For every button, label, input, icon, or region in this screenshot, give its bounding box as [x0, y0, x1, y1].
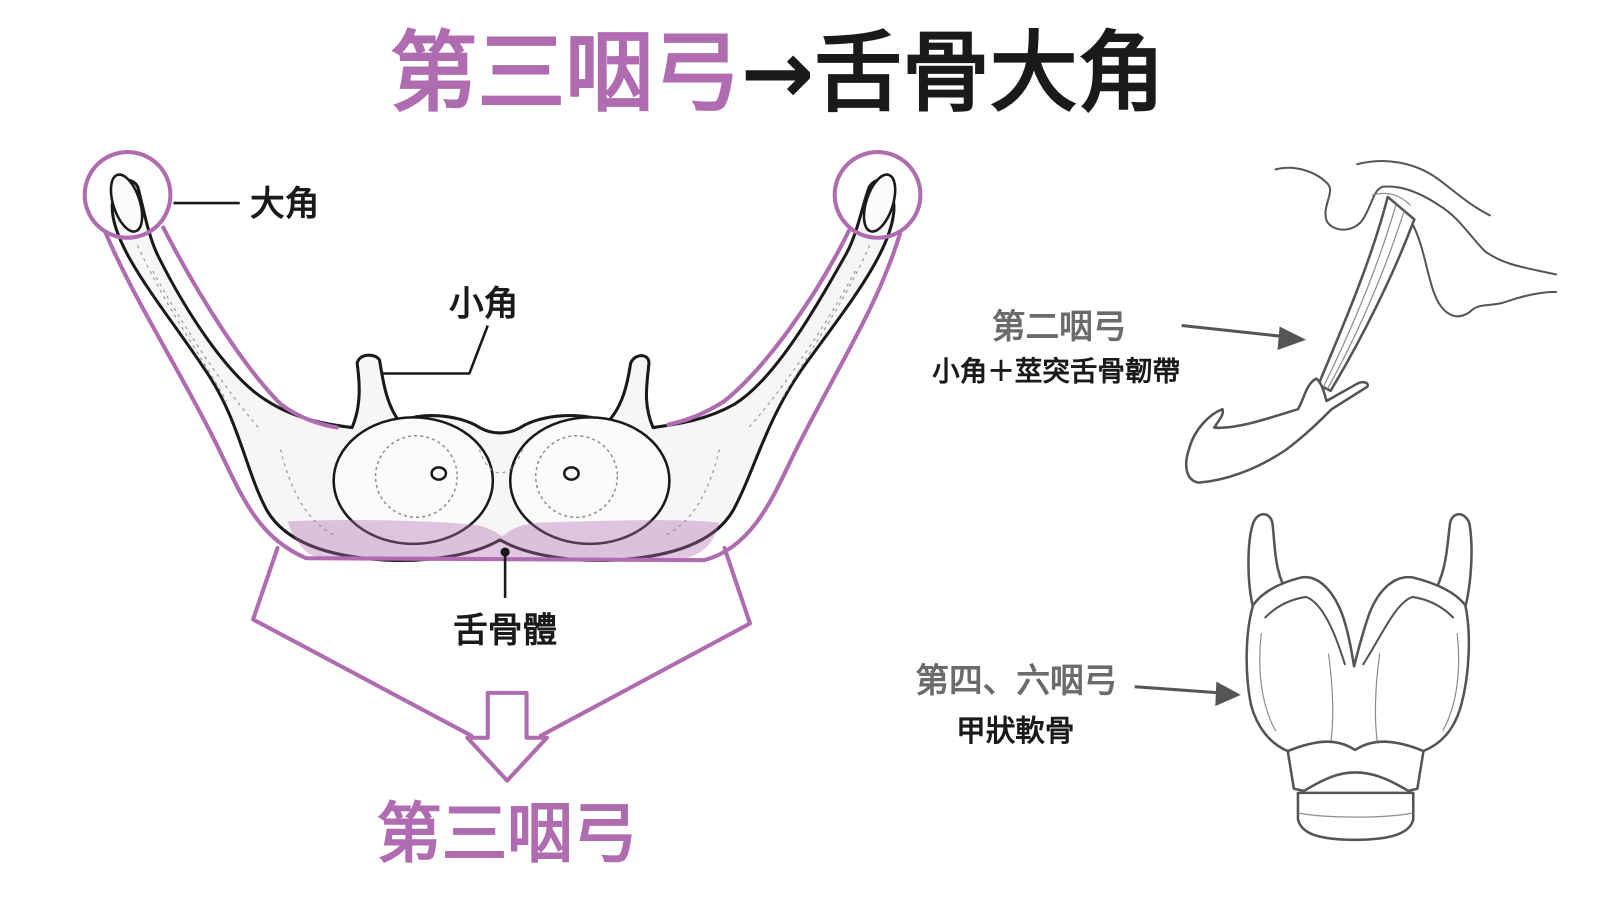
styloid-texture	[1371, 192, 1411, 206]
right-greater-horn-circle	[832, 150, 923, 240]
left-greater-horn-tip	[109, 173, 144, 233]
body-label: 舌骨體	[453, 611, 557, 651]
left-side-contour	[1259, 633, 1277, 732]
fourth-sixth-arch-label: 第四、六咽弓	[915, 661, 1117, 700]
lesser-horn-leader	[382, 325, 489, 375]
title-derivative: →舌骨大角	[741, 22, 1166, 124]
right-superior-horn	[1430, 513, 1473, 609]
fourth-sixth-arch-arrow-head	[1215, 681, 1241, 707]
bracket-left	[251, 545, 474, 738]
greater-horn-label: 大角	[250, 184, 319, 224]
left-lobe-contour	[374, 435, 458, 519]
third-arch-label: 第三咽弓	[377, 796, 638, 872]
second-arch-arrow-icon	[1181, 323, 1307, 350]
right-side-contour	[1442, 633, 1460, 732]
left-horn-texture-2	[152, 270, 261, 431]
right-horn-texture-2	[746, 270, 856, 431]
cricoid-ring	[1296, 791, 1415, 842]
ligament-fiber-2	[1326, 210, 1405, 390]
bracket-right	[538, 545, 753, 738]
right-lobe-contour	[535, 435, 619, 519]
styloid-process-ligament	[1317, 195, 1416, 393]
right-inner-contour	[666, 228, 852, 427]
lesser-horn-label: 小角	[449, 284, 518, 324]
stylohyoid-ligament-illustration	[1184, 160, 1558, 484]
ligament-fiber-1	[1322, 204, 1397, 388]
page-title: 第三咽弓→舌骨大角	[390, 22, 1166, 124]
left-greater-horn-circle	[82, 150, 173, 240]
cricoid-ring-line	[1299, 812, 1412, 818]
hyoid-bone-illustration	[109, 173, 897, 562]
right-lobe-pit	[563, 466, 580, 481]
lesser-horn-sketch	[1184, 377, 1369, 484]
body-left-lobe	[332, 416, 495, 546]
left-horn-texture	[137, 245, 228, 402]
skull-upper-line	[1356, 160, 1491, 217]
fourth-sixth-arch-derivative-label: 甲狀軟骨	[956, 714, 1074, 748]
skull-base-line	[1274, 166, 1558, 276]
right-lamina-ridge	[1374, 653, 1381, 745]
cricoid-arch	[1286, 740, 1425, 793]
right-greater-horn-tip	[862, 173, 897, 233]
center-body-texture	[478, 449, 524, 474]
thyroid-shield	[1245, 575, 1471, 753]
title-arch: 第三咽弓	[390, 22, 741, 124]
left-inner-contour	[161, 225, 339, 430]
second-arch-arrow-shaft	[1181, 323, 1286, 339]
fourth-sixth-arch-arrow-icon	[1134, 681, 1241, 707]
right-horn-texture	[780, 245, 870, 402]
body-leader-dot	[500, 547, 510, 557]
second-arch-derivative-label: 小角＋莖突舌骨韌帶	[932, 356, 1180, 388]
fourth-sixth-arch-arrow-shaft	[1134, 685, 1221, 695]
left-lamina-edge	[1264, 595, 1346, 666]
down-arrow-icon	[465, 690, 549, 783]
left-body-texture	[280, 449, 338, 538]
left-lobe-pit	[430, 466, 448, 481]
right-lamina-edge	[1362, 595, 1455, 666]
body-right-lobe	[508, 416, 671, 546]
hyoid-outline	[110, 178, 896, 562]
second-arch-label: 第二咽弓	[992, 307, 1127, 346]
body-shaded-region	[287, 519, 720, 561]
thyroid-cartilage-illustration	[1245, 513, 1473, 842]
left-lamina-ridge	[1327, 653, 1334, 745]
mastoid-lower-contour	[1412, 224, 1558, 318]
second-arch-arrow-head	[1277, 326, 1307, 350]
right-body-texture	[662, 449, 720, 538]
